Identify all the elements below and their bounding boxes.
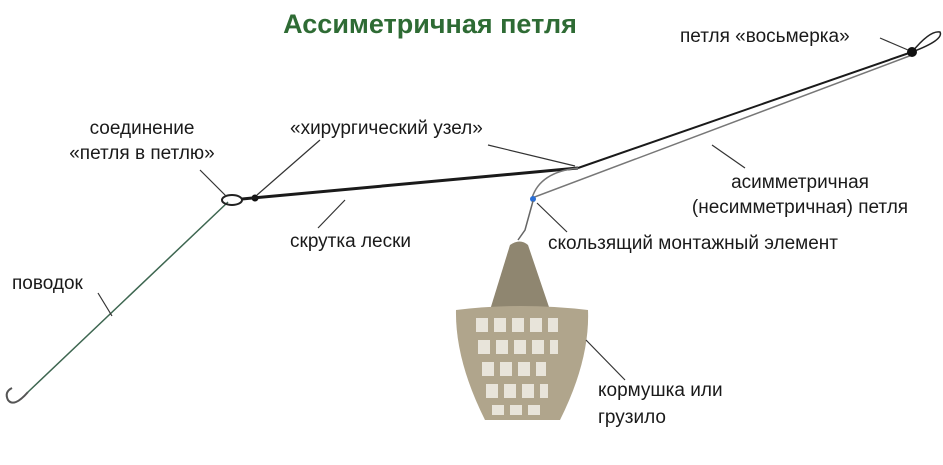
- feeder-icon: [455, 241, 589, 420]
- sliding-element-bead: [530, 196, 536, 202]
- label-figure-eight: петля «восьмерка»: [680, 26, 850, 47]
- loop-to-loop-connection: [221, 194, 243, 206]
- label-feeder-line2: грузило: [598, 407, 666, 428]
- label-sliding-element: скользящий монтажный элемент: [548, 233, 838, 254]
- pointer-lines: [97, 37, 909, 381]
- label-feeder-line1: кормушка или: [598, 380, 723, 401]
- label-connection-line2: «петля в петлю»: [69, 143, 215, 164]
- label-twist: скрутка лески: [290, 231, 411, 252]
- label-leader: поводок: [12, 273, 84, 294]
- label-asymmetric-line2: (несимметричная) петля: [692, 197, 908, 218]
- loop-upper-branch: [577, 51, 913, 169]
- swivel: [517, 200, 534, 241]
- label-asymmetric-line1: асимметричная: [731, 172, 869, 193]
- figure-eight-knot: [907, 47, 917, 57]
- diagram-title: Ассиметричная петля: [283, 9, 577, 39]
- figure-eight-loop: [911, 31, 942, 53]
- label-connection-line1: соединение: [90, 118, 195, 139]
- label-surgical-knot: «хирургический узел»: [290, 118, 483, 139]
- twisted-line: [241, 166, 579, 201]
- loop-lower-branch: [530, 54, 913, 200]
- leader-line: [5, 201, 229, 404]
